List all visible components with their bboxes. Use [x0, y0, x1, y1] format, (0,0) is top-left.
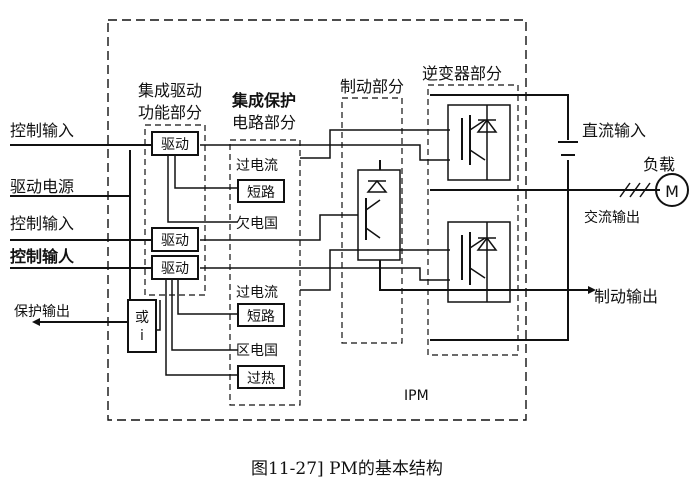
protect-output-label: 保护输出 [14, 304, 70, 320]
protect-section-title-2: 电路部分 [232, 113, 296, 132]
wire-driver3-uv [171, 280, 238, 351]
driver-block-1-label: 驱动 [161, 137, 189, 153]
undervoltage-label-2: 区电国 [236, 343, 278, 359]
overheat-block [237, 365, 285, 389]
brake-igbt [357, 160, 401, 261]
motor-label: M [665, 182, 679, 201]
overcurrent-label-1: 过电流 [236, 158, 278, 174]
driver-block-2 [151, 227, 199, 252]
ipm-label: IPM [404, 388, 429, 404]
wire-driver3-heat [165, 280, 238, 376]
phase-tick [619, 182, 631, 198]
brake-drive-line [200, 214, 358, 241]
driver-block-3-label: 驱动 [161, 261, 189, 277]
brake-output-arrow [588, 286, 596, 294]
input-label-3: 控制输入 [10, 214, 74, 233]
dc-bus-positive [430, 94, 569, 140]
short-block-2 [237, 303, 285, 327]
or-gate-label: 或 [135, 310, 149, 326]
drive-section-boundary [144, 124, 206, 296]
overheat-block-label: 过热 [247, 371, 275, 387]
brake-output-label: 制动输出 [594, 287, 658, 306]
phase-tick-3 [639, 182, 651, 198]
or-gate-block [127, 299, 157, 353]
drive-section-title-2: 功能部分 [138, 103, 202, 122]
brake-section-title: 制动部分 [340, 77, 404, 96]
wire-driver1-uv [167, 155, 238, 223]
load-label: 负载 [643, 155, 675, 174]
drive-section-title-1: 集成驱动 [138, 81, 202, 100]
driver-block-1 [151, 131, 199, 156]
inverter-upper-igbt [447, 104, 511, 181]
protect-section-boundary [229, 139, 301, 406]
ac-output-label: 交流输出 [584, 209, 640, 226]
short-block-2-label: 短路 [247, 309, 275, 325]
inverter-section-boundary [427, 84, 519, 356]
sense-line-lower [300, 249, 450, 291]
inverter-lower-igbt [447, 221, 511, 303]
dc-bus-negative [430, 160, 569, 341]
figure-caption: 图11-27] PM的基本结构 [251, 459, 443, 479]
driver-block-2-label: 驱动 [161, 233, 189, 249]
or-gate-sub-label: i [140, 328, 144, 344]
wire-driver1-protect [174, 155, 238, 189]
gate-line-upper [200, 144, 450, 161]
sense-line-upper [300, 129, 450, 159]
input-label-2: 驱动电源 [10, 177, 74, 196]
gate-line-lower [200, 267, 450, 281]
wire-driver3-short [177, 280, 238, 315]
protect-section-title-1: 集成保护 [231, 91, 296, 110]
short-block-1 [237, 179, 285, 203]
short-block-1-label: 短路 [247, 185, 275, 201]
driver-block-3 [151, 255, 199, 280]
inverter-section-title: 逆变器部分 [422, 64, 502, 83]
overcurrent-label-2: 过电流 [236, 285, 278, 301]
input-label-1: 控制输入 [10, 121, 74, 140]
input-label-4: 控制输人 [10, 247, 75, 266]
protect-output-arrow [32, 318, 40, 326]
ipm-boundary [107, 19, 527, 421]
dc-input-label: 直流输入 [582, 121, 646, 140]
undervoltage-label-1: 欠电国 [236, 216, 278, 232]
brake-output-line [379, 260, 588, 291]
brake-section-boundary [341, 97, 403, 344]
phase-tick-2 [629, 182, 641, 198]
motor-symbol [655, 173, 689, 207]
